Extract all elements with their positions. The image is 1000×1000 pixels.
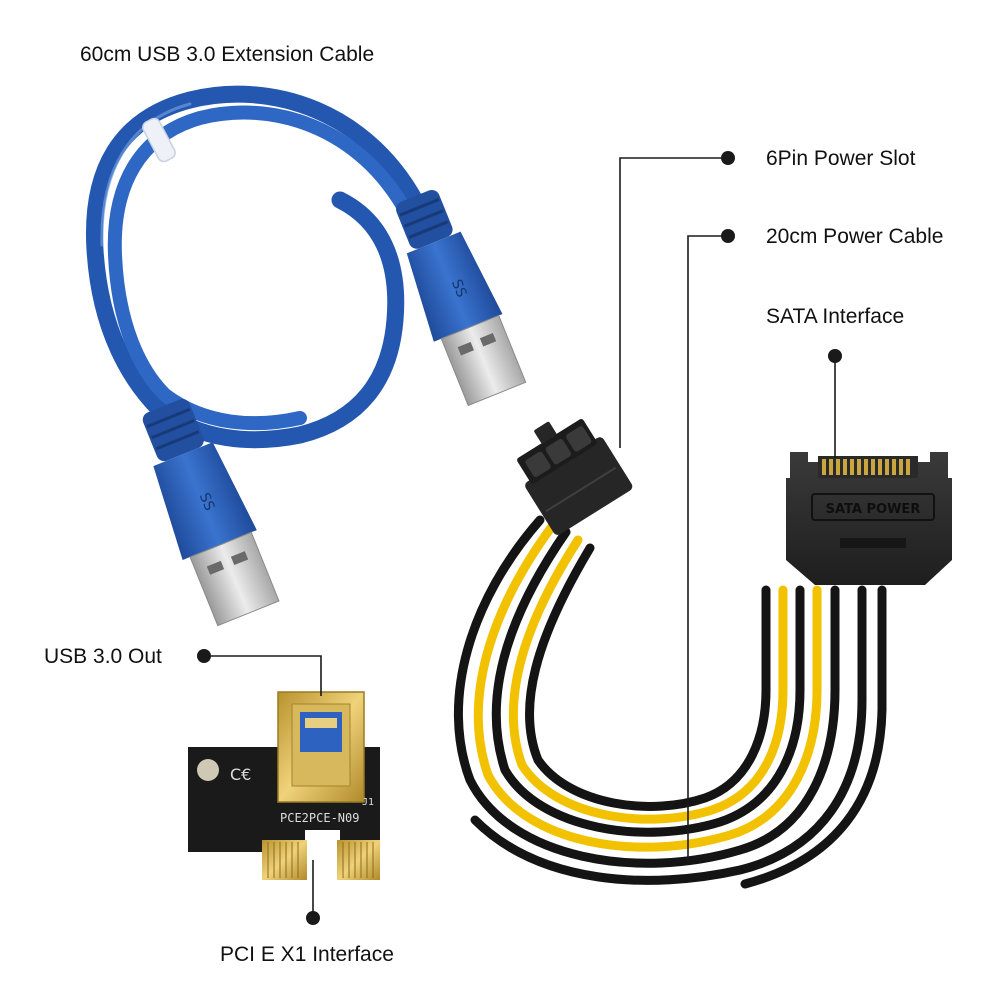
usb-plug-upper: SS (396, 189, 527, 407)
sata-connector: SATA POWER (786, 452, 952, 585)
ce-mark: C€ (230, 765, 251, 784)
usb-ss-logo-upper: SS (448, 277, 470, 300)
callout-6pin-line (619, 157, 728, 448)
callout-20cm-dot (721, 229, 735, 243)
label-pcie-interface: PCI E X1 Interface (220, 943, 394, 966)
diagram-title: 60cm USB 3.0 Extension Cable (80, 43, 375, 66)
sata-power-marking: SATA POWER (826, 502, 921, 517)
callout-6pin-dot (721, 151, 735, 165)
usb-cable-loop-inner (107, 105, 415, 431)
mount-hole (197, 759, 219, 781)
callout-dots (197, 151, 842, 925)
cable-tie (142, 117, 176, 163)
label-20cm-power-cable: 20cm Power Cable (766, 225, 944, 248)
callout-sata-dot (828, 349, 842, 363)
power-wires (453, 515, 887, 889)
riser-board: C€ PCE2PCE-N09 J1 (188, 691, 380, 880)
board-model-marking: PCE2PCE-N09 (280, 811, 359, 825)
board-jumper-marking: J1 (362, 797, 374, 808)
usb-plug-lower: SS (142, 399, 280, 627)
callout-usbout-line (204, 655, 322, 696)
label-6pin-power-slot: 6Pin Power Slot (766, 147, 916, 170)
callouts (204, 157, 836, 918)
six-pin-connector (517, 419, 633, 535)
usb-cable-loop (85, 85, 429, 449)
label-sata-interface: SATA Interface (766, 305, 905, 328)
callout-usbout-dot (197, 649, 211, 663)
usb-cable-highlight (100, 102, 192, 247)
usb-ss-logo-lower: SS (196, 491, 218, 514)
sata-gold-contacts (822, 459, 910, 475)
callout-pcie-dot (306, 911, 320, 925)
callout-20cm-line (687, 235, 728, 862)
usb-port (277, 691, 365, 803)
pcie-gold-fingers (262, 840, 380, 880)
label-usb-out: USB 3.0 Out (44, 645, 162, 668)
usb-extension-cable: SS SS (85, 85, 527, 627)
power-cable-assembly: SATA POWER (453, 419, 952, 889)
